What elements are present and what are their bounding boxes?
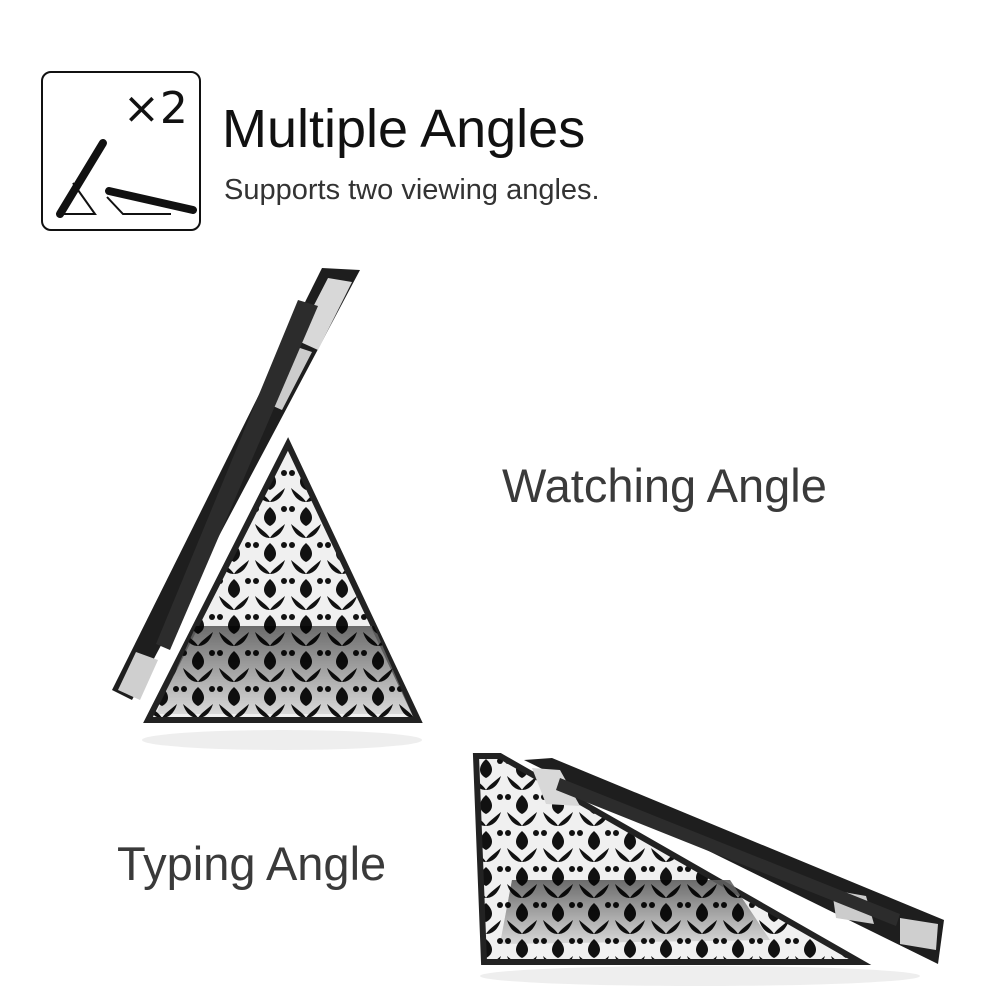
multiple-angles-badge: ×2 <box>41 71 201 231</box>
page-subtitle: Supports two viewing angles. <box>224 174 600 206</box>
page-title: Multiple Angles <box>222 99 586 159</box>
typing-angle-label: Typing Angle <box>117 837 387 890</box>
watching-angle-label: Watching Angle <box>502 459 827 512</box>
dual-angle-stand-icon <box>56 139 197 218</box>
badge-count: ×2 <box>123 83 188 134</box>
